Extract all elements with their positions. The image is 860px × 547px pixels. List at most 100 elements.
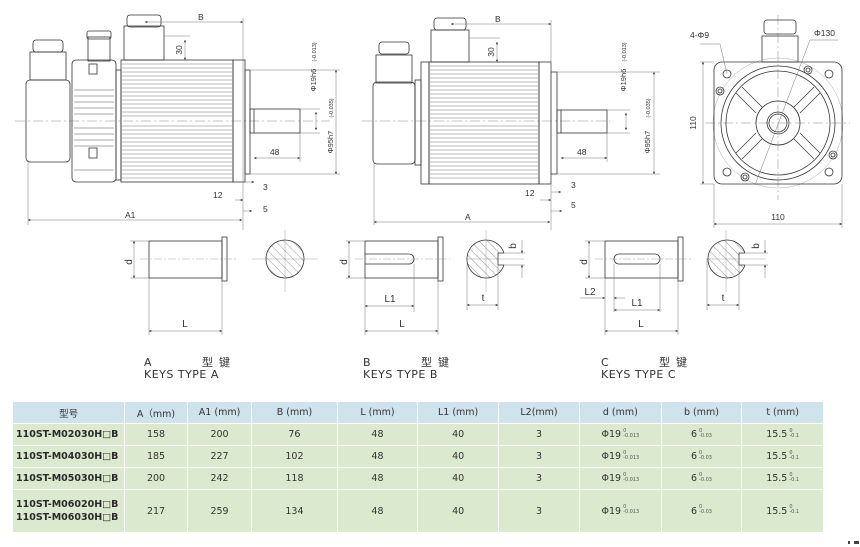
key-type-b-drawing [355, 230, 524, 292]
l-cell: 48 [336, 445, 419, 468]
dimension-table: 型号 A（mm) A1 (mm) B (mm) L (mm) L1 (mm) L… [11, 401, 824, 533]
motor-front-view-dims [700, 39, 843, 228]
svg-text:4-Φ9: 4-Φ9 [690, 30, 709, 40]
key-letter: A [144, 356, 153, 369]
cooling-fins [122, 63, 232, 179]
a-cell: 200 [124, 467, 188, 490]
svg-text:b: b [751, 243, 762, 249]
svg-text:3: 3 [571, 180, 576, 190]
svg-text:L: L [638, 319, 644, 330]
svg-text:L1: L1 [631, 298, 643, 309]
svg-text:B: B [495, 14, 501, 24]
header-d: d (mm) [579, 401, 662, 424]
a1-cell: 242 [186, 467, 253, 490]
header-model: 型号 [11, 401, 126, 424]
svg-text:110: 110 [771, 212, 785, 222]
l1-cell: 40 [417, 489, 499, 533]
header-key-b: b (mm) [660, 401, 743, 424]
key-cn-label: 型键 [202, 356, 236, 369]
key-type-a-drawing [140, 230, 318, 292]
a1-cell: 259 [186, 489, 253, 533]
table-header-row: 型号 A（mm) A1 (mm) B (mm) L (mm) L1 (mm) L… [11, 401, 824, 424]
motor-side-view-standard-labels: B 30 Φ19h6 (-0.013) Φ95h7 (-0.035) 48 12… [465, 14, 652, 222]
motor-side-view-with-brake [15, 14, 330, 183]
svg-text:B: B [198, 12, 204, 22]
b-cell: 134 [251, 489, 338, 533]
a-cell: 217 [124, 489, 188, 533]
svg-text:d: d [579, 259, 590, 265]
svg-text:110: 110 [688, 116, 698, 130]
l2-cell: 3 [497, 423, 581, 446]
l2-cell: 3 [497, 445, 581, 468]
key-type-b-labels: d L1 L t b [339, 243, 519, 330]
header-l1: L1 (mm) [417, 401, 499, 424]
l2-cell: 3 [497, 489, 581, 533]
motor-side-view-with-brake-labels: B 30 Φ19h6 (-0.013) Φ95h7 (-0.035) 48 12… [125, 12, 335, 220]
svg-text:(-0.035): (-0.035) [329, 98, 335, 117]
svg-text:30: 30 [486, 47, 496, 57]
l2-cell: 3 [497, 467, 581, 490]
l-cell: 48 [336, 423, 419, 446]
motor-side-view-with-brake-dims [27, 18, 340, 230]
table-row: 110ST-M06020H□B 110ST-M06030H□B 217 259 … [11, 489, 824, 533]
a-cell: 185 [124, 445, 188, 468]
a1-cell: 200 [186, 423, 253, 446]
header-a1: A1 (mm) [186, 401, 253, 424]
svg-text:L1: L1 [384, 294, 396, 305]
header-b: B (mm) [251, 401, 338, 424]
svg-text:Φ19h6: Φ19h6 [619, 69, 628, 92]
svg-text:Φ95h7: Φ95h7 [326, 131, 335, 154]
motor-side-view-standard [362, 17, 610, 185]
model-cell: 110ST-M05030H□B [11, 467, 126, 490]
a1-cell: 227 [186, 445, 253, 468]
svg-text:L: L [399, 319, 405, 330]
svg-text:12: 12 [213, 190, 223, 200]
key-type-b-dims [346, 240, 525, 335]
header-a: A（mm) [124, 401, 188, 424]
l1-cell: 40 [417, 423, 499, 446]
key-en-label: KEYS TYPE A [144, 368, 219, 381]
svg-text:(-0.013): (-0.013) [622, 42, 628, 61]
svg-text:(-0.013): (-0.013) [312, 42, 318, 61]
key-type-a-dims [130, 240, 223, 335]
model-cell: 110ST-M02030H□B [11, 423, 126, 446]
key-cn-label: 型键 [421, 356, 455, 369]
svg-text:t: t [482, 293, 485, 304]
svg-text:L2: L2 [584, 287, 596, 298]
svg-text:12: 12 [525, 188, 535, 198]
key-type-a-labels: d L [124, 259, 188, 330]
key-type-c-dims [580, 240, 768, 335]
key-cn-label: 型键 [659, 356, 693, 369]
b-cell: 102 [251, 445, 338, 468]
svg-text:b: b [508, 243, 519, 249]
key-letter: C [601, 356, 610, 369]
b-cell: 76 [251, 423, 338, 446]
svg-text:48: 48 [270, 147, 280, 157]
svg-text:3: 3 [263, 182, 268, 192]
key-type-c-drawing [595, 230, 766, 292]
l-cell: 48 [336, 489, 419, 533]
cooling-fins [430, 65, 538, 179]
svg-text:t: t [722, 293, 725, 304]
header-l2: L2(mm) [497, 401, 581, 424]
a-cell: 158 [124, 423, 188, 446]
key-type-a-caption: A 型键 KEYS TYPE A [144, 357, 236, 381]
svg-text:Φ19h6: Φ19h6 [309, 69, 318, 92]
svg-text:d: d [339, 259, 350, 265]
svg-text:Φ95h7: Φ95h7 [643, 131, 652, 154]
svg-text:5: 5 [263, 204, 268, 214]
svg-text:A: A [465, 212, 471, 222]
svg-text:A1: A1 [125, 210, 136, 220]
